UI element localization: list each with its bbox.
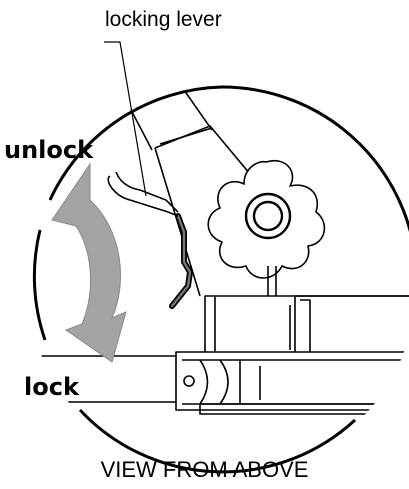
- upper-housing: [204, 295, 409, 361]
- callout-leader-line: [104, 41, 147, 197]
- callout-label: locking lever: [105, 8, 222, 31]
- unlock-label: unlock: [4, 136, 94, 164]
- star-knob-icon: [207, 159, 326, 296]
- detail-circle: [32, 85, 409, 474]
- lower-bar: [27, 351, 409, 415]
- lock-label: lock: [24, 373, 79, 401]
- double-headed-curved-arrow-icon: [51, 162, 127, 363]
- view-caption: VIEW FROM ABOVE: [100, 457, 309, 482]
- locking-lever: [107, 171, 193, 309]
